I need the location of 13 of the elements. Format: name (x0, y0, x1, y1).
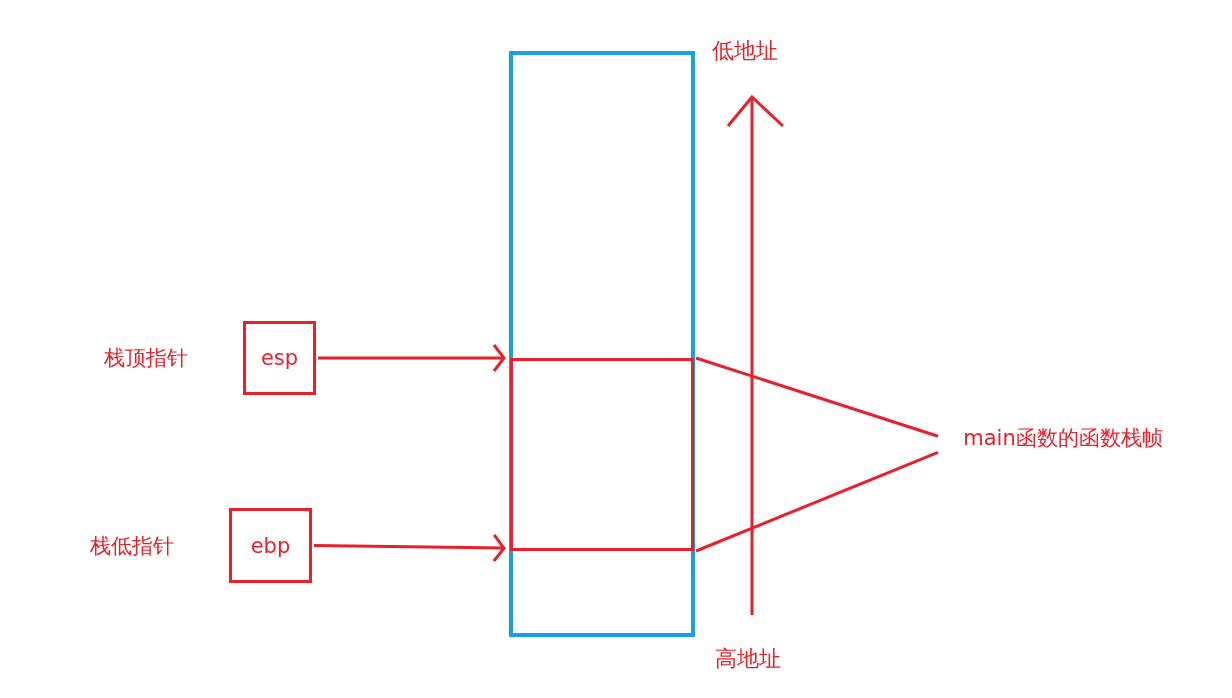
arrow (313, 533, 506, 563)
connector-line (695, 451, 939, 553)
register-name: esp (260, 346, 299, 370)
arrow (318, 343, 506, 373)
frame-label: main函数的函数栈帧 (963, 425, 1163, 452)
connector-line (695, 356, 939, 438)
address-label: 高地址 (715, 645, 781, 673)
address-label: 低地址 (712, 37, 778, 65)
stack-box (509, 51, 695, 637)
pointer-label: 栈顶指针 (104, 345, 188, 372)
pointer-label: 栈低指针 (90, 532, 174, 560)
register-name: ebp (250, 533, 291, 558)
stack-frame-box (510, 358, 694, 551)
